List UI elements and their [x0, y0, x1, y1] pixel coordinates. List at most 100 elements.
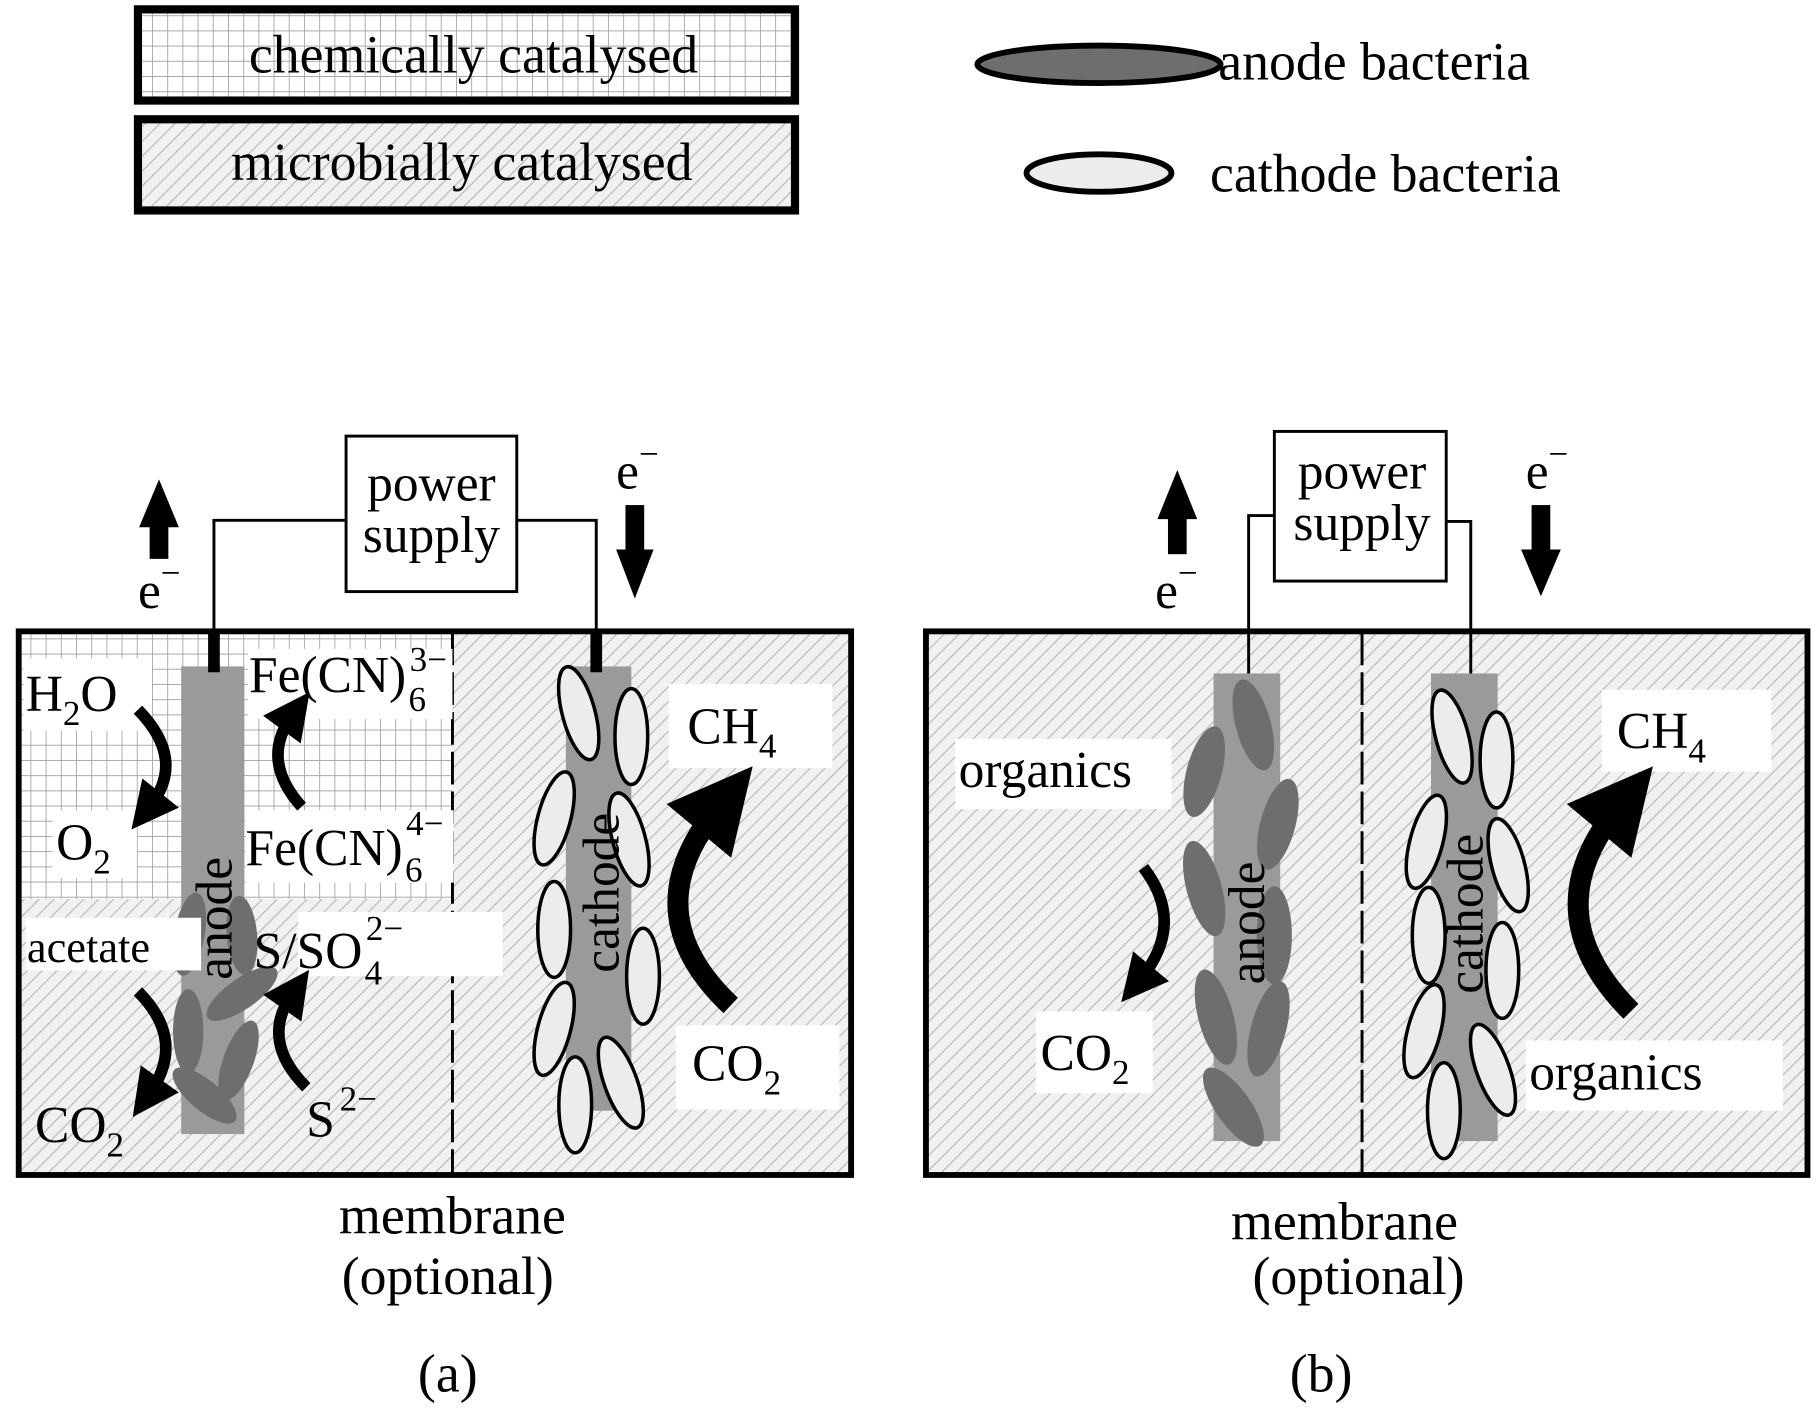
species-co2-left: CO2 [35, 1097, 124, 1164]
membrane-caption-line2: (optional) [342, 1246, 554, 1306]
cathode-bacterium [596, 1035, 646, 1130]
electron-up-arrow-icon [139, 479, 179, 559]
label-bg [675, 1025, 840, 1110]
anode-bacterium [1232, 679, 1275, 771]
anode-bacterium [1203, 1067, 1264, 1147]
power-supply-label-line1: power [1298, 444, 1427, 501]
cathode-bacterium [1430, 688, 1474, 785]
cathode-bacteria-cluster [532, 664, 662, 1155]
cathode-bacteria-cluster [1402, 688, 1531, 1161]
grid-swatch [133, 5, 800, 105]
anode-bacterium [173, 989, 204, 1074]
anode-bacterium [172, 1067, 237, 1124]
electron-label-left: e− [138, 554, 181, 620]
legend-anode-bacteria: anode bacteria [974, 32, 1530, 92]
legend-label-microbially: microbially catalysed [231, 132, 692, 192]
anode-label: anode [1219, 862, 1276, 985]
label-bg [955, 738, 1172, 810]
arrow-acetate-to-co2-icon [132, 987, 179, 1117]
legend-cathode-bacteria: cathode bacteria [1023, 144, 1561, 204]
anode-bacterium [1257, 778, 1299, 870]
cathode-bacterium [557, 1055, 594, 1155]
arrow-organics-to-ch4-icon [1566, 766, 1653, 1019]
power-supply-box [1272, 429, 1448, 583]
anode-bacterium [1256, 886, 1292, 985]
arrow-organics-to-co2-icon [1121, 863, 1171, 1003]
legend-label-cathode-bacteria: cathode bacteria [1210, 144, 1561, 204]
cathode-bacterium [607, 791, 651, 888]
legend-label-chemically: chemically catalysed [249, 24, 698, 84]
cathode-bacterium [1486, 816, 1531, 914]
label-bg [298, 911, 503, 977]
electron-down-arrow-icon [1521, 505, 1561, 597]
cathode-wire [1446, 519, 1473, 679]
cathode-bacterium [536, 879, 573, 980]
label-bg [245, 810, 454, 883]
reactor-frame [923, 628, 1811, 1178]
species-acetate: acetate [27, 922, 150, 972]
anode-wire [212, 518, 347, 667]
arrow-co2-to-ch4-icon [666, 766, 753, 1014]
power-supply-label-line2: supply [1293, 495, 1430, 552]
electron-label-right: e− [1526, 434, 1569, 500]
label-bg [1601, 689, 1772, 772]
species-organics-right: organics [1529, 1045, 1702, 1102]
species-o2: O2 [56, 814, 111, 881]
cathode-bacterium [532, 770, 577, 867]
species-ferrocyanide: Fe(CN)64− [246, 804, 444, 890]
membrane-caption-line1: membrane [1231, 1191, 1458, 1251]
anode-bacterium [226, 895, 258, 975]
arrow-ferro-to-ferri-icon [263, 691, 310, 811]
arrow-sulfide-to-sulfate-icon [263, 969, 311, 1092]
label-bg [52, 810, 137, 879]
cathode-bacterium [624, 926, 662, 1026]
hatch-swatch [133, 115, 800, 215]
anode-bacterium [218, 1020, 259, 1101]
label-bg [25, 917, 202, 971]
cathode-bacterium [1410, 885, 1447, 986]
label-bg [1525, 1040, 1783, 1111]
membrane-caption-line1: membrane [339, 1185, 566, 1245]
panel-b: power supply e− e− anode [923, 429, 1811, 1403]
electron-label-right: e− [616, 434, 659, 500]
cathode-terminal [590, 632, 603, 673]
panel-b-caption: (b) [1290, 1343, 1353, 1403]
power-supply-box [344, 434, 519, 594]
electron-label-left: e− [1155, 554, 1198, 620]
power-supply-label-line1: power [367, 455, 496, 512]
species-organics-left: organics [959, 742, 1132, 799]
cathode-bacterium [556, 664, 601, 762]
power-supply-label-line2: supply [363, 507, 500, 564]
cathode-bacterium [1484, 920, 1521, 1021]
cathode-label: cathode [1437, 834, 1494, 994]
label-bg [668, 683, 833, 769]
legend-label-anode-bacteria: anode bacteria [1218, 32, 1530, 92]
anode-bacterium [206, 966, 278, 1021]
electron-up-arrow-icon [1157, 470, 1198, 555]
anode-wire [1247, 514, 1275, 679]
anode-bacterium [1183, 726, 1226, 818]
cathode-bacterium [1468, 1022, 1518, 1117]
anode-bacteria-swatch [974, 42, 1224, 86]
cathode-bacterium [532, 980, 577, 1078]
species-ch4: CH4 [687, 699, 776, 766]
legend-chemically-catalysed: chemically catalysed [133, 5, 800, 105]
anode-terminal [208, 632, 220, 673]
panel-a-caption: (a) [418, 1343, 478, 1403]
cathode-label: cathode [573, 813, 630, 973]
label-bg [23, 658, 152, 731]
legend: chemically catalysed microbially catalys… [133, 5, 1561, 215]
cathode-bacterium [613, 686, 650, 787]
membrane-caption-line2: (optional) [1253, 1246, 1465, 1306]
anode-bacterium [1194, 969, 1238, 1065]
species-ch4: CH4 [1617, 703, 1706, 770]
cathode-bacterium [1404, 793, 1449, 891]
reactor-frame [15, 628, 855, 1178]
cathode-bacterium [1478, 710, 1515, 810]
cathode-bacterium [1425, 1061, 1462, 1161]
species-co2: CO2 [1041, 1025, 1130, 1092]
label-bg [1035, 1011, 1153, 1094]
species-co2-right: CO2 [692, 1035, 781, 1102]
anode-bacterium [1247, 981, 1290, 1077]
